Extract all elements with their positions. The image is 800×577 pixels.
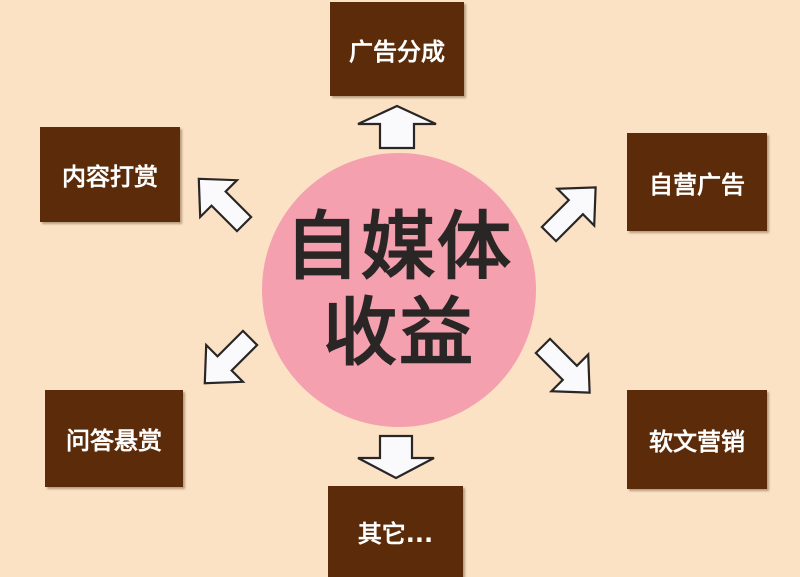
node-ad-revenue-share: 广告分成 xyxy=(330,2,464,96)
node-content-tipping: 内容打赏 xyxy=(40,127,180,222)
center-title-line1: 自媒体 xyxy=(285,204,513,290)
node-label: 软文营销 xyxy=(649,428,745,456)
node-label: 其它... xyxy=(357,520,434,548)
arrow-down-left-icon xyxy=(203,329,259,385)
arrow-down-right-icon xyxy=(534,337,591,394)
node-soft-article-marketing: 软文营销 xyxy=(627,390,767,489)
arrow-down-icon xyxy=(357,434,435,480)
node-others: 其它... xyxy=(328,486,463,577)
center-title-line2: 收益 xyxy=(323,290,475,376)
node-label: 自营广告 xyxy=(649,170,745,199)
arrow-up-right-icon xyxy=(540,186,597,243)
node-label: 内容打赏 xyxy=(62,163,158,191)
node-self-run-ads: 自营广告 xyxy=(627,133,767,231)
center-circle: 自媒体 收益 xyxy=(262,153,536,427)
node-label: 广告分成 xyxy=(349,37,445,66)
arrow-up-icon xyxy=(357,104,437,150)
node-qa-bounty: 问答悬赏 xyxy=(45,390,183,487)
arrow-up-left-icon xyxy=(197,177,253,233)
node-label: 问答悬赏 xyxy=(66,427,162,455)
